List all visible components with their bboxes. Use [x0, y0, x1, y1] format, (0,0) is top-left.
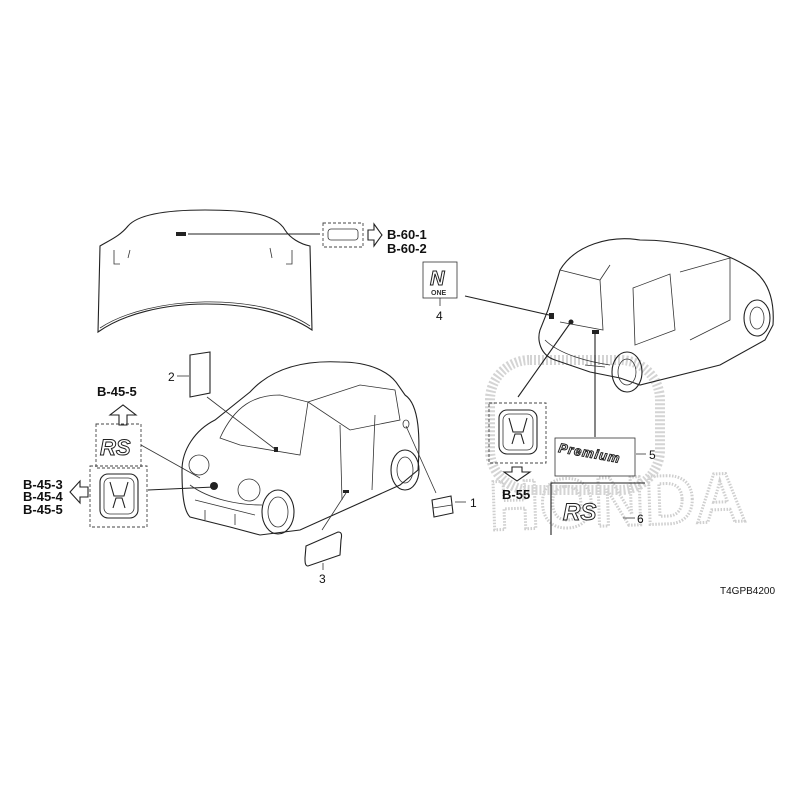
front-rs-emblem: RS: [100, 435, 131, 460]
callout-6[interactable]: 6: [637, 512, 644, 526]
part-3-sticker: [304, 531, 343, 567]
front-emblem-box: [89, 465, 148, 528]
hood-emblem: [327, 228, 359, 241]
ref-b-45-4[interactable]: B-45-4: [23, 489, 64, 504]
front-car-illustration: [181, 361, 420, 536]
ref-b-55[interactable]: B-55: [502, 487, 530, 502]
ref-b-45-3[interactable]: B-45-3: [23, 477, 63, 492]
ref-b-60-1[interactable]: B-60-1: [387, 227, 427, 242]
hood-emblem-mount: [176, 232, 186, 236]
callout-4[interactable]: 4: [436, 309, 443, 323]
rear-rs-emblem: RS: [563, 499, 596, 526]
hood-emblem-box: [322, 222, 364, 248]
arrow-left-icon: [69, 479, 89, 505]
n-badge-emblem: N: [430, 268, 445, 290]
rear-honda-emblem: [498, 409, 538, 455]
front-rs-box: [95, 423, 142, 469]
arrow-right-icon: [367, 222, 383, 248]
ref-b-45-5-rs[interactable]: B-45-5: [97, 384, 137, 399]
hood-illustration: [97, 209, 320, 334]
part-2-sticker: [189, 351, 211, 398]
n-badge-sub: ONE: [431, 290, 447, 297]
callout-2[interactable]: 2: [168, 370, 175, 384]
part-1-label: [431, 495, 454, 518]
ref-b-45-5[interactable]: B-45-5: [23, 502, 63, 517]
callout-1[interactable]: 1: [470, 496, 477, 510]
ref-b-60-2[interactable]: B-60-2: [387, 241, 427, 256]
part-5-box: [554, 437, 636, 477]
callout-5[interactable]: 5: [649, 448, 656, 462]
premium-emblem: Premium: [557, 440, 621, 466]
drawing-code: T4GPB4200: [720, 586, 775, 597]
arrow-down-icon: [502, 466, 532, 482]
rear-emblem-box: [488, 402, 547, 464]
callout-3[interactable]: 3: [319, 572, 326, 586]
arrow-up-icon: [108, 404, 138, 426]
honda-watermark-logo: [485, 355, 665, 495]
front-honda-emblem: [99, 473, 139, 519]
rear-car-illustration: [538, 238, 774, 393]
